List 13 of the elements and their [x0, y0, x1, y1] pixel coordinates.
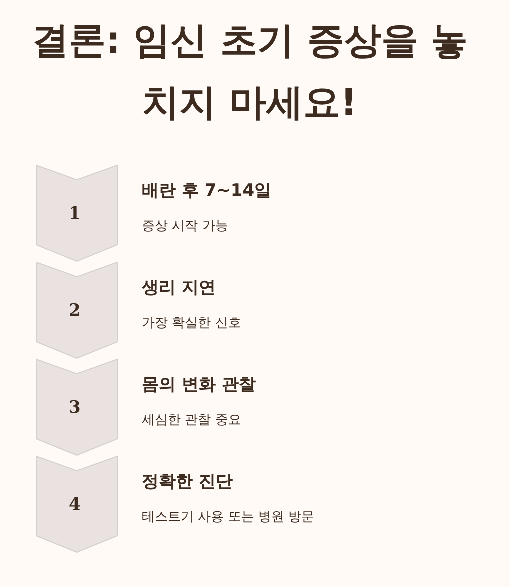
step-number: 4	[69, 495, 81, 515]
step-heading: 생리 지연	[142, 277, 216, 299]
step-description: 가장 확실한 신호	[142, 315, 242, 332]
step-heading: 배란 후 7~14일	[142, 180, 272, 202]
step-heading: 정확한 진단	[142, 471, 233, 493]
step-description: 세심한 관찰 중요	[142, 412, 242, 429]
step-description: 증상 시작 가능	[142, 218, 228, 235]
step-number: 3	[69, 398, 81, 418]
step-number: 1	[69, 204, 81, 224]
step-number: 2	[69, 301, 81, 321]
title: 결론: 임신 초기 증상을 놓치지 마세요!	[30, 18, 470, 126]
step-description: 테스트기 사용 또는 병원 방문	[142, 509, 315, 526]
step-heading: 몸의 변화 관찰	[142, 374, 256, 396]
